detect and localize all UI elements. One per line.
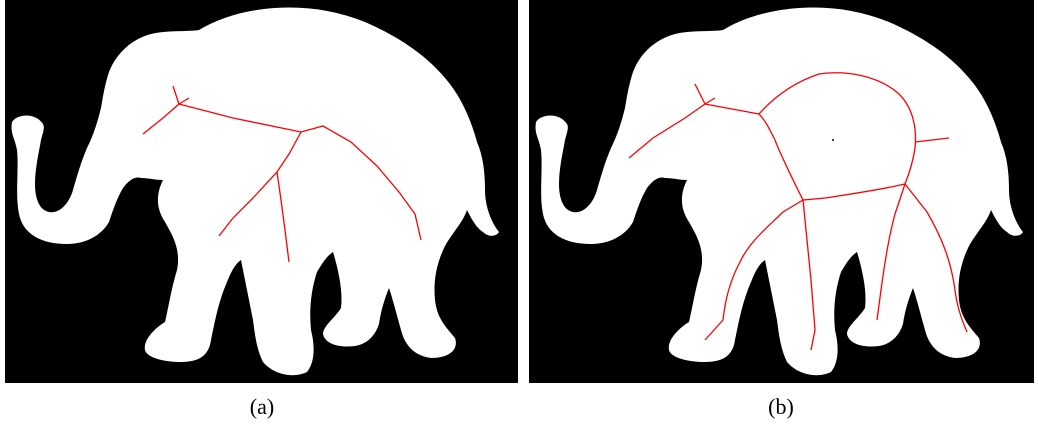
elephant-skeleton-figure-a bbox=[5, 0, 518, 383]
caption-a: (a) bbox=[222, 394, 302, 420]
panel-b-image bbox=[529, 0, 1034, 383]
panel-a-image bbox=[5, 0, 518, 383]
elephant-skeleton-figure-b bbox=[529, 0, 1034, 383]
elephant-silhouette bbox=[12, 8, 499, 376]
skeleton-center-dot bbox=[832, 139, 834, 141]
elephant-silhouette bbox=[536, 8, 1023, 376]
caption-b: (b) bbox=[741, 394, 821, 420]
